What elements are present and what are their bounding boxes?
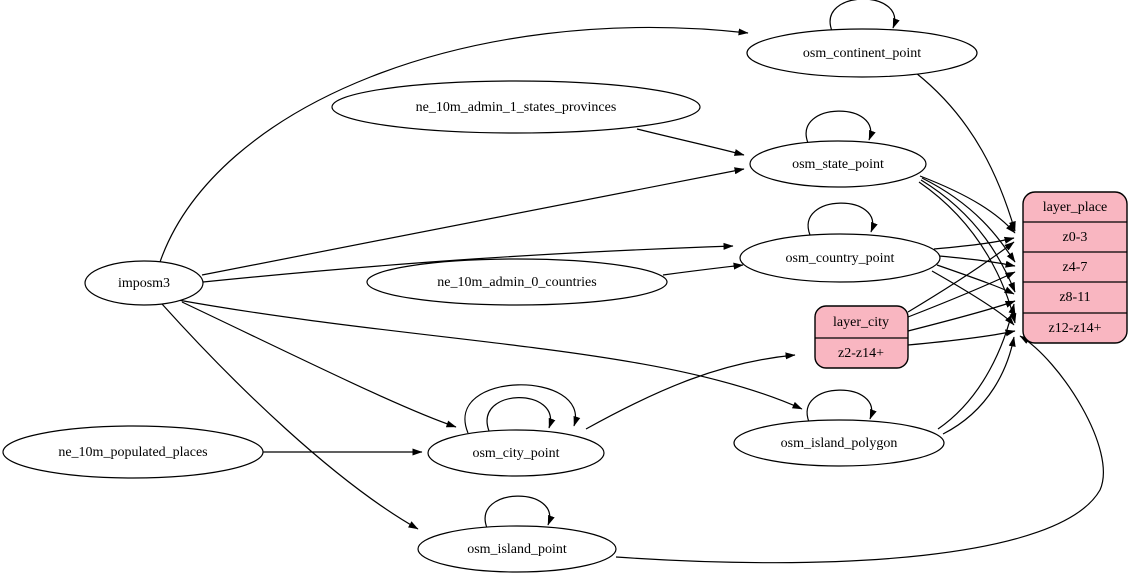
osm_continent_point-ellipse: [746, 28, 978, 78]
osm_island_point-ellipse: [417, 525, 617, 573]
node-ne_10m_admin_0_countries: ne_10m_admin_0_countries: [366, 258, 668, 306]
edge-osm_continent_point-z0-3: [915, 72, 1016, 232]
selfloop-osm_country_point: [807, 202, 878, 236]
ne_10m_populated_places-label: ne_10m_populated_places: [58, 445, 207, 460]
ne_10m_admin_1_states_provinces-label: ne_10m_admin_1_states_provinces: [416, 100, 617, 115]
edge-imposm3-osm_island_point: [161, 303, 419, 530]
ne_10m_admin_0_countries-ellipse: [366, 258, 668, 306]
osm_state_point-ellipse: [749, 140, 927, 188]
selfloop-osm_city_point-outer: [464, 384, 581, 434]
edge-osm_state_point-z0-3: [919, 175, 1016, 234]
node-osm_island_point: osm_island_point: [417, 525, 617, 573]
edge-osm_city_point-layer_city: [585, 352, 796, 430]
osm_island_point-label: osm_island_point: [467, 542, 567, 557]
osm_island_polygon-ellipse: [733, 419, 945, 467]
selfloop-osm_city_point-inner: [486, 397, 556, 432]
selfloop-osm_state_point: [805, 110, 876, 144]
edge-osm_country_point-z0-3: [933, 236, 1015, 250]
selfloop-osm_island_point: [484, 495, 555, 529]
osm_island_polygon-label: osm_island_polygon: [781, 436, 898, 451]
edge-osm_state_point-z8-11: [920, 179, 1016, 293]
osm_continent_point-label: osm_continent_point: [803, 46, 921, 61]
osm_city_point-label: osm_city_point: [472, 446, 559, 461]
layer_place-title: layer_place: [1043, 200, 1108, 215]
edge-layer_city-z12-z14: [907, 329, 1016, 346]
record-layer_city: layer_city z2-z14+: [814, 305, 909, 369]
edge-ne10m_states-osm_state_point: [636, 128, 745, 156]
layer_city-box: [814, 305, 909, 369]
edge-imposm3-osm_country_point: [202, 242, 734, 283]
node-osm_island_polygon: osm_island_polygon: [733, 419, 945, 467]
edge-imposm3-osm_continent_point: [159, 26, 749, 263]
edge-imposm3-osm_city_point: [181, 301, 457, 428]
node-osm_city_point: osm_city_point: [427, 429, 605, 477]
layer_city-title: layer_city: [833, 315, 889, 330]
record-layer_place: layer_place z0-3 z4-7 z8-11 z12-z14+: [1022, 191, 1128, 344]
selfloop-osm_island_polygon: [806, 389, 877, 423]
node-osm_continent_point: osm_continent_point: [746, 28, 978, 78]
ne_10m_admin_0_countries-label: ne_10m_admin_0_countries: [437, 275, 596, 290]
edge-osm_island_polygon-z12-z14: [942, 336, 1016, 435]
osm_country_point-ellipse: [739, 233, 941, 283]
ne_10m_populated_places-ellipse: [2, 425, 264, 479]
edge-osm_country_point-z8-11: [936, 264, 1015, 295]
edge-osm_state_point-z4-7: [921, 177, 1016, 263]
edge-imposm3-osm_island_polygon: [177, 299, 803, 410]
ne_10m_admin_1_states_provinces-ellipse: [331, 80, 701, 134]
node-ne_10m_populated_places: ne_10m_populated_places: [2, 425, 264, 479]
selfloop-osm_continent_point: [829, 0, 900, 32]
edge-osm_island_point-z12-z14: [615, 335, 1104, 564]
node-ne_10m_admin_1_states_provinces: ne_10m_admin_1_states_provinces: [331, 80, 701, 134]
osm_country_point-label: osm_country_point: [786, 251, 895, 266]
osm_city_point-ellipse: [427, 429, 605, 477]
layer_place-row-z12-z14: z12-z14+: [1049, 321, 1102, 336]
layer_place-row-z0-3: z0-3: [1063, 230, 1088, 245]
edge-imposm3-osm_state_point: [201, 167, 745, 276]
node-osm_state_point: osm_state_point: [749, 140, 927, 188]
layer_place-row-z8-11: z8-11: [1059, 290, 1090, 305]
edge-layer_city-z4-7: [907, 271, 1016, 318]
edge-layer_city-z8-11: [907, 300, 1016, 332]
imposm3-label: imposm3: [118, 276, 170, 291]
edges: [159, 0, 1104, 564]
edge-ne10m_countries-osm_country_point: [662, 262, 744, 276]
edge-osm_island_polygon-z8-11: [937, 303, 1016, 430]
layer_place-box: [1022, 191, 1128, 344]
imposm3-ellipse: [84, 260, 204, 306]
edge-osm_country_point-z4-7: [938, 255, 1016, 268]
osm_state_point-label: osm_state_point: [792, 157, 884, 172]
edge-layer_city-z0-3: [907, 241, 1015, 313]
edge-osm_country_point-z12-z14: [931, 270, 1015, 326]
node-osm_country_point: osm_country_point: [739, 233, 941, 283]
layer_city-row-z2-z14: z2-z14+: [838, 346, 884, 361]
layer_place-row-z4-7: z4-7: [1063, 260, 1088, 275]
node-imposm3: imposm3: [84, 260, 204, 306]
